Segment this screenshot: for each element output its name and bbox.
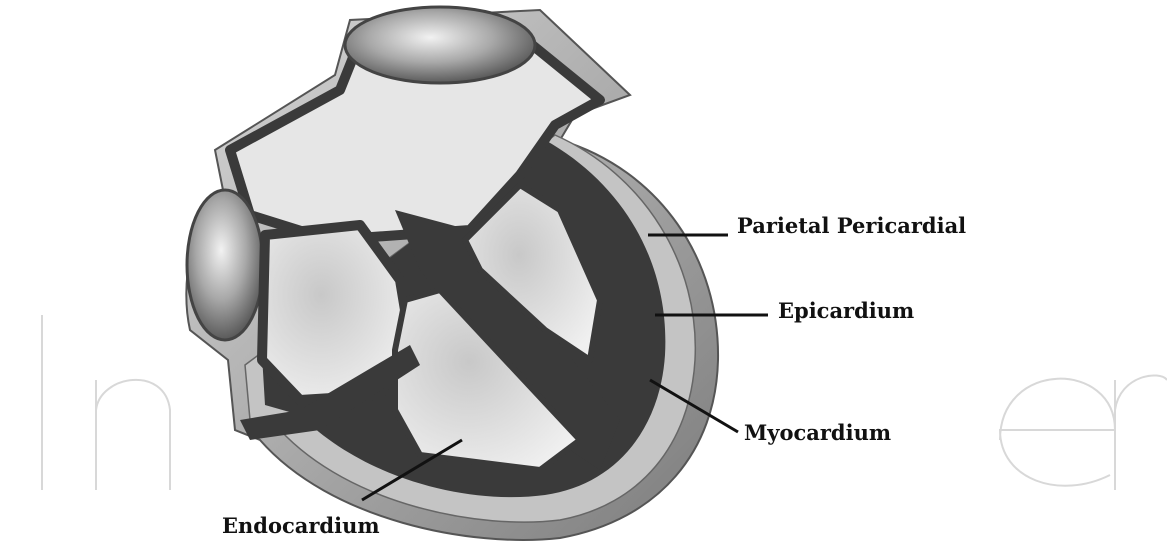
aorta-vessel bbox=[345, 7, 535, 83]
label-endocardium: Endocardium bbox=[222, 513, 380, 538]
label-epicardium: Epicardium bbox=[778, 298, 914, 323]
vena-cava-vessel bbox=[187, 190, 263, 340]
label-parietal-pericardial: Parietal Pericardial bbox=[737, 213, 966, 238]
label-myocardium: Myocardium bbox=[744, 420, 891, 445]
heart-illustration bbox=[186, 7, 718, 540]
